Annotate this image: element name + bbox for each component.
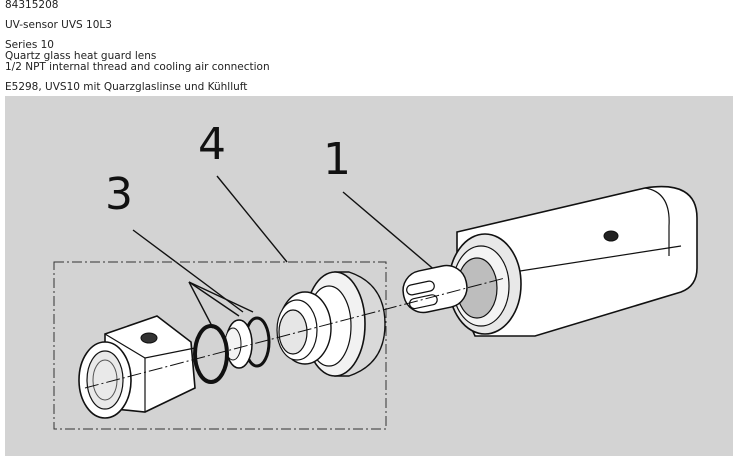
- article-number: 84315208: [5, 0, 59, 11]
- product-name: UV-sensor UVS 10L3: [5, 19, 112, 31]
- leader-4: [216, 175, 288, 263]
- connection-text: 1/2 NPT internal thread and cooling air …: [5, 61, 270, 73]
- exploded-view-drawing: 1 3 4: [53, 119, 698, 430]
- callout-1: 1: [323, 134, 351, 185]
- exploded-view-figure: 1 3 4: [5, 96, 733, 456]
- leader-lines: [132, 175, 438, 329]
- lens-text: Quartz glass heat guard lens: [5, 50, 157, 62]
- leader-1: [342, 191, 438, 273]
- uv-tube: [402, 264, 468, 314]
- leader-3-b: [188, 281, 214, 329]
- o-ring-outer: [193, 324, 229, 384]
- series-text: Series 10: [5, 39, 54, 51]
- hex-nut: [78, 315, 196, 419]
- screw-hole: [603, 230, 619, 242]
- uv-sensor-body: [402, 185, 698, 337]
- group-frame-part-4: [53, 261, 387, 430]
- leader-3-c: [188, 281, 240, 317]
- callout-3: 3: [105, 169, 133, 220]
- cooling-air-port: [140, 332, 158, 344]
- callout-4: 4: [198, 119, 226, 170]
- adapter-part-4: [276, 271, 386, 377]
- centre-axis: [84, 277, 506, 389]
- seal-and-lens-part-3: [193, 316, 271, 384]
- product-header: 84315208 UV-sensor UVS 10L3 Series 10 Qu…: [5, 0, 730, 93]
- leader-3-d: [188, 281, 254, 313]
- german-description: E5298, UVS10 mit Quarzglaslinse und Kühl…: [5, 81, 248, 93]
